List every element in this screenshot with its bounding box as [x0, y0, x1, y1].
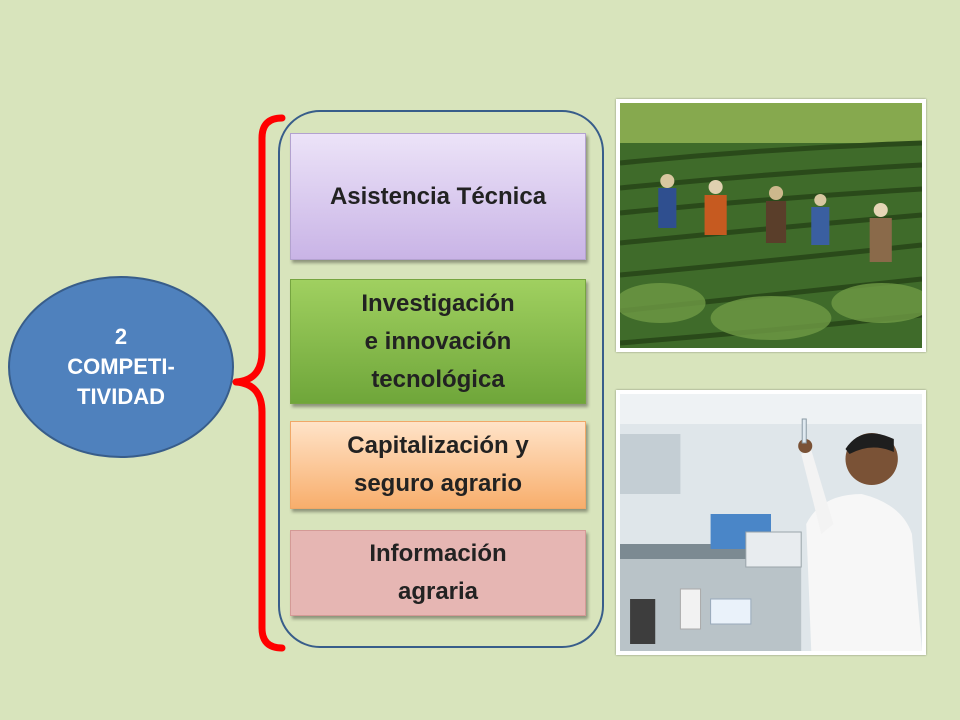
box-informacion-agraria: Información agraria — [290, 530, 586, 616]
farmers-field-photo — [616, 99, 926, 352]
box-2-line-3: tecnológica — [371, 365, 505, 393]
box-3-line-1: Capitalización y — [347, 432, 529, 459]
box-2-line-1: Investigación — [361, 289, 515, 317]
ellipse-line-1: COMPETI- — [67, 354, 175, 379]
box-asistencia-tecnica: Asistencia Técnica — [290, 133, 586, 260]
box-1-line-1: Asistencia Técnica — [329, 182, 547, 210]
box-investigacion-innovacion: Investigación e innovación tecnológica — [290, 279, 586, 404]
box-4-line-1: Información — [369, 540, 507, 567]
laboratory-photo — [616, 390, 926, 655]
box-4-line-2: agraria — [397, 578, 479, 605]
items-panel — [278, 110, 604, 648]
ellipse-line-2: TIVIDAD — [77, 384, 165, 409]
ellipse-number: 2 — [114, 324, 128, 349]
box-2-line-2: e innovación — [364, 327, 512, 355]
box-3-line-2: seguro agrario — [353, 470, 523, 497]
red-brace — [232, 114, 286, 652]
competitividad-ellipse: 2 COMPETI- TIVIDAD — [8, 276, 234, 458]
box-capitalizacion-seguro: Capitalización y seguro agrario — [290, 421, 586, 509]
